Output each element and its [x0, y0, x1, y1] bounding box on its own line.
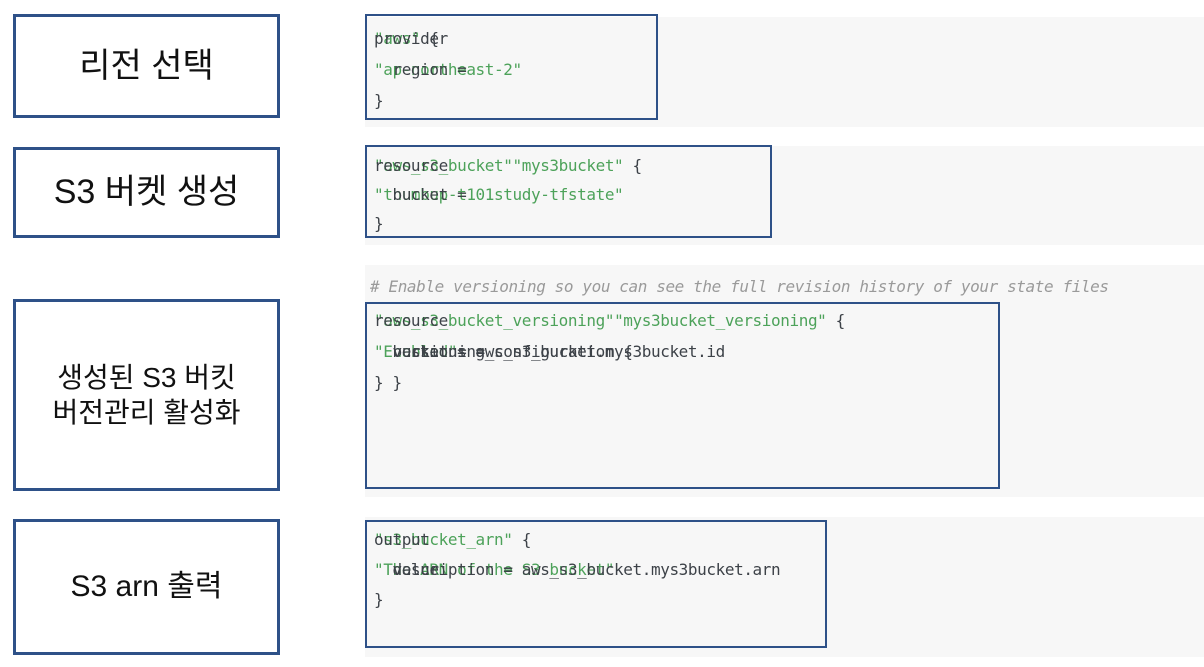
label-box-region-select: 리전 선택	[13, 14, 280, 118]
code-comment-versioning: # Enable versioning so you can see the f…	[370, 277, 1109, 296]
code-block-output: output "s3_bucket_arn" { value = aws_s3_…	[374, 530, 781, 609]
label-box-s3-bucket-create: S3 버켓 생성	[13, 147, 280, 238]
code-panel-output	[365, 517, 1204, 657]
code-panel-s3-bucket	[365, 146, 1204, 245]
code-block-provider: provider "aws" { region = "ap-northeast-…	[374, 29, 522, 110]
code-block-s3-bucket: resource "aws_s3_bucket" "mys3bucket" { …	[374, 156, 642, 233]
label-box-s3-arn-output: S3 arn 출력	[13, 519, 280, 655]
code-panel-provider	[365, 17, 1204, 127]
code-panel-versioning	[365, 265, 1204, 497]
code-block-versioning: resource "aws_s3_bucket_versioning" "mys…	[374, 311, 845, 392]
